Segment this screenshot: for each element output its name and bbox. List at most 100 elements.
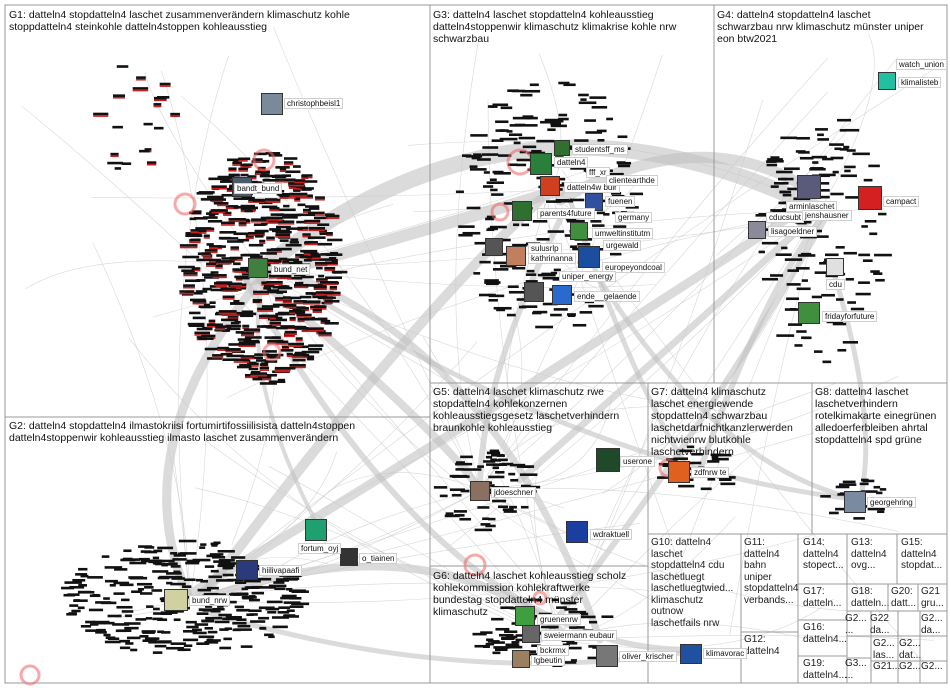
node-bar xyxy=(262,160,269,163)
node-bar xyxy=(251,586,262,589)
node-bar xyxy=(218,614,231,617)
avatar-uniper-energy[interactable] xyxy=(578,246,600,268)
avatar-gruenenrw[interactable] xyxy=(515,606,535,626)
node-bar xyxy=(325,300,339,303)
node-label-gruenenrw[interactable]: gruenenrw xyxy=(537,614,581,625)
node-bar xyxy=(868,508,885,511)
avatar-campact[interactable] xyxy=(858,186,882,210)
avatar-userone[interactable] xyxy=(596,448,620,472)
node-bar xyxy=(252,592,264,595)
avatar-o-tiainen[interactable] xyxy=(340,548,358,566)
node-label-umweltinstitutm[interactable]: umweltinstitutm xyxy=(592,228,653,239)
node-label-urgewald[interactable]: urgewald xyxy=(603,240,641,251)
node-label-georgehring[interactable]: georgehring xyxy=(867,497,916,508)
node-bar xyxy=(863,259,873,262)
node-bar-accent xyxy=(320,284,338,286)
avatar-fortum-oyj[interactable] xyxy=(305,519,327,541)
avatar-arminlaschet[interactable] xyxy=(797,175,821,199)
node-bar xyxy=(774,182,789,185)
avatar-studentsff-ms[interactable] xyxy=(554,140,570,156)
node-bar xyxy=(554,308,568,311)
node-bar xyxy=(787,269,799,272)
avatar-klimavorac[interactable] xyxy=(680,644,702,664)
node-bar xyxy=(244,313,256,316)
node-label-clientearthde[interactable]: clientearthde xyxy=(606,175,658,186)
avatar-fridayforfuture[interactable] xyxy=(798,302,820,324)
node-bar xyxy=(260,367,269,370)
node-label-o-tiainen[interactable]: o_tiainen xyxy=(359,553,397,564)
avatar-ende-gelaende[interactable] xyxy=(552,285,572,305)
node-label-klimavorac[interactable]: klimavorac xyxy=(703,648,747,659)
avatar-hiilivapaafi[interactable] xyxy=(236,560,258,580)
node-bar xyxy=(707,478,715,481)
node-bar xyxy=(490,226,507,229)
node-label-hiilivapaafi[interactable]: hiilivapaafi xyxy=(259,565,302,576)
node-label-parents4future[interactable]: parents4future xyxy=(537,208,595,219)
avatar-sulusrlp[interactable] xyxy=(485,238,503,256)
node-label-studentsff-ms[interactable]: studentsff_ms xyxy=(572,144,628,155)
avatar-sweiermann[interactable] xyxy=(522,625,540,643)
node-label-fortum-oyj[interactable]: fortum_oyj xyxy=(298,543,341,554)
avatar-datteln4[interactable] xyxy=(530,153,552,175)
avatar-lgbeutin[interactable] xyxy=(512,650,530,668)
avatar-cdu[interactable] xyxy=(826,258,844,276)
node-label-klimalisteb[interactable]: klimalisteb xyxy=(898,77,941,88)
node-bar xyxy=(215,621,230,624)
node-bar xyxy=(592,224,604,227)
node-label-germany[interactable]: germany xyxy=(615,212,652,223)
node-label-jenshausner[interactable]: jenshausner xyxy=(802,210,852,221)
avatar-parents4future[interactable] xyxy=(512,201,532,221)
node-bar xyxy=(233,629,241,632)
node-bar xyxy=(278,194,284,197)
node-label-ende-gelaende[interactable]: ende__gelaende xyxy=(574,291,640,302)
node-label-lgbeutin[interactable]: lgbeutin xyxy=(531,655,565,666)
avatar-g3-secondary[interactable] xyxy=(524,282,544,302)
avatar-wdraktuell[interactable] xyxy=(566,521,588,543)
avatar-georgehring[interactable] xyxy=(844,491,866,513)
node-label-lisagoeldner[interactable]: lisagoeldner xyxy=(768,226,817,237)
node-bar xyxy=(102,555,110,558)
group-panel xyxy=(898,636,920,661)
node-label-cducsubt[interactable]: cducsubt xyxy=(766,212,804,223)
node-label-sulusrlp[interactable]: sulusrlp xyxy=(528,243,562,254)
node-label-zdfnrw[interactable]: zdfnrw te xyxy=(691,467,729,478)
avatar-zdfnrw[interactable] xyxy=(668,461,690,483)
node-label-jdoeschner[interactable]: jdoeschner xyxy=(491,487,536,498)
node-label-christophbeisl1[interactable]: christophbeisl1 xyxy=(284,98,343,109)
node-label-bund-nrw[interactable]: bund_nrw xyxy=(189,595,230,606)
node-label-watch-union[interactable]: watch_union xyxy=(896,59,947,70)
node-label-fuenen[interactable]: fuenen xyxy=(605,196,635,207)
node-bar xyxy=(550,314,562,317)
node-bar xyxy=(601,615,613,618)
node-label-uniper-energy[interactable]: uniper_energy xyxy=(559,271,616,282)
node-bar xyxy=(139,150,149,153)
avatar-oliver-krischer[interactable] xyxy=(596,645,618,667)
node-bar-accent xyxy=(298,321,305,323)
node-label-bandt-bund[interactable]: bandt_bund xyxy=(234,183,282,194)
node-label-userone[interactable]: userone xyxy=(620,456,655,467)
avatar-datteln4w-buir[interactable] xyxy=(540,176,560,196)
avatar-christophbeisl1[interactable] xyxy=(261,93,283,115)
avatar-umweltinstitutm[interactable] xyxy=(570,222,588,240)
node-label-fridayforfuture[interactable]: fridayforfuture xyxy=(822,311,877,322)
node-bar xyxy=(179,290,194,293)
node-bar xyxy=(821,294,835,297)
node-label-sweiermann[interactable]: sweiermann eubaur xyxy=(541,630,617,641)
node-label-bund-net[interactable]: bund_net xyxy=(271,264,310,275)
node-label-campact[interactable]: campact xyxy=(883,196,919,207)
avatar-bund-nrw[interactable] xyxy=(164,589,188,611)
avatar-klimalisteb[interactable] xyxy=(878,72,896,90)
avatar-jdoeschner[interactable] xyxy=(470,481,490,501)
node-label-oliver-krischer[interactable]: oliver_krischer xyxy=(619,651,677,662)
avatar-kathrinanna[interactable] xyxy=(506,246,526,266)
node-label-datteln4[interactable]: datteln4 xyxy=(554,157,588,168)
node-label-wdraktuell[interactable]: wdraktuell xyxy=(590,529,632,540)
node-label-cdu[interactable]: cdu xyxy=(826,279,845,290)
node-label-kathrinanna[interactable]: kathrinanna xyxy=(528,253,576,264)
avatar-lisagoeldner[interactable] xyxy=(748,221,766,239)
avatar-bund-net[interactable] xyxy=(248,258,268,278)
node-bar xyxy=(817,138,829,141)
node-bar xyxy=(146,605,153,608)
node-bar xyxy=(260,175,276,178)
node-bar xyxy=(470,168,487,171)
